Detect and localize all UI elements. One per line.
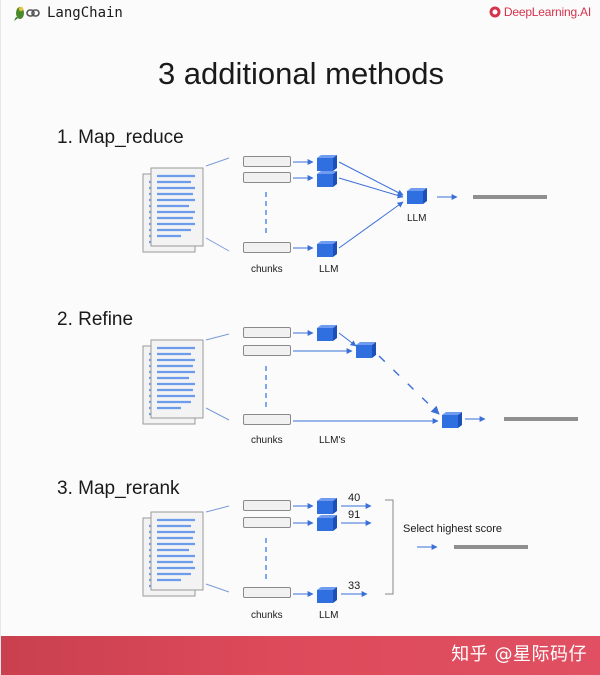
chunk-box <box>243 327 291 338</box>
score-value: 33 <box>348 580 361 592</box>
map-rerank-llm-label: LLM <box>319 610 339 621</box>
document-stack-icon <box>141 166 205 254</box>
deeplearning-wordmark: DeepLearning.AI <box>503 5 591 19</box>
heading-map-reduce: 1. Map_reduce <box>57 127 184 148</box>
map-reduce-diagram <box>141 155 458 257</box>
watermark-text: 知乎 @星际码仔 <box>451 644 587 665</box>
document-stack-icon <box>141 338 205 426</box>
map-reduce-llm-cubes <box>317 155 427 257</box>
chunk-box <box>243 345 291 356</box>
chunk-box <box>243 414 291 425</box>
langchain-logo: LangChain <box>13 4 123 22</box>
map-reduce-final-llm-label: LLM <box>407 213 427 224</box>
map-reduce-llm-label: LLM <box>319 264 339 275</box>
refine-llm-cubes <box>317 325 462 428</box>
map-reduce-output-bar <box>473 195 547 199</box>
deeplearning-mark-icon <box>489 6 501 18</box>
scores-bracket <box>385 499 394 595</box>
slide-title: 3 additional methods <box>157 56 445 91</box>
map-rerank-chunks-label: chunks <box>251 610 283 621</box>
score-value: 40 <box>348 492 361 504</box>
map-rerank-llm-cubes <box>317 498 337 603</box>
heading-refine: 2. Refine <box>57 309 134 330</box>
footer-band: 知乎 @星际码仔 <box>1 636 600 675</box>
chunk-box <box>243 172 291 183</box>
map-rerank-output-bar <box>454 545 528 549</box>
langchain-wordmark: LangChain <box>47 5 123 21</box>
heading-map-rerank: 3. Map_rerank <box>57 478 180 499</box>
chunk-box <box>243 500 291 511</box>
refine-output-bar <box>504 417 578 421</box>
chunk-box <box>243 587 291 598</box>
refine-diagram <box>141 325 486 428</box>
map-rerank-diagram <box>141 498 438 603</box>
parrot-chain-icon <box>14 6 40 21</box>
chunk-box <box>243 517 291 528</box>
document-stack-icon <box>141 510 205 598</box>
chunk-box <box>243 156 291 167</box>
deeplearning-logo: DeepLearning.AI <box>489 5 591 19</box>
chunk-box <box>243 242 291 253</box>
refine-llm-label: LLM's <box>319 435 346 446</box>
select-highest-score-label: Select highest score <box>403 523 503 535</box>
map-reduce-chunks-label: chunks <box>251 264 283 275</box>
score-value: 91 <box>348 509 361 521</box>
refine-chunks-label: chunks <box>251 435 283 446</box>
